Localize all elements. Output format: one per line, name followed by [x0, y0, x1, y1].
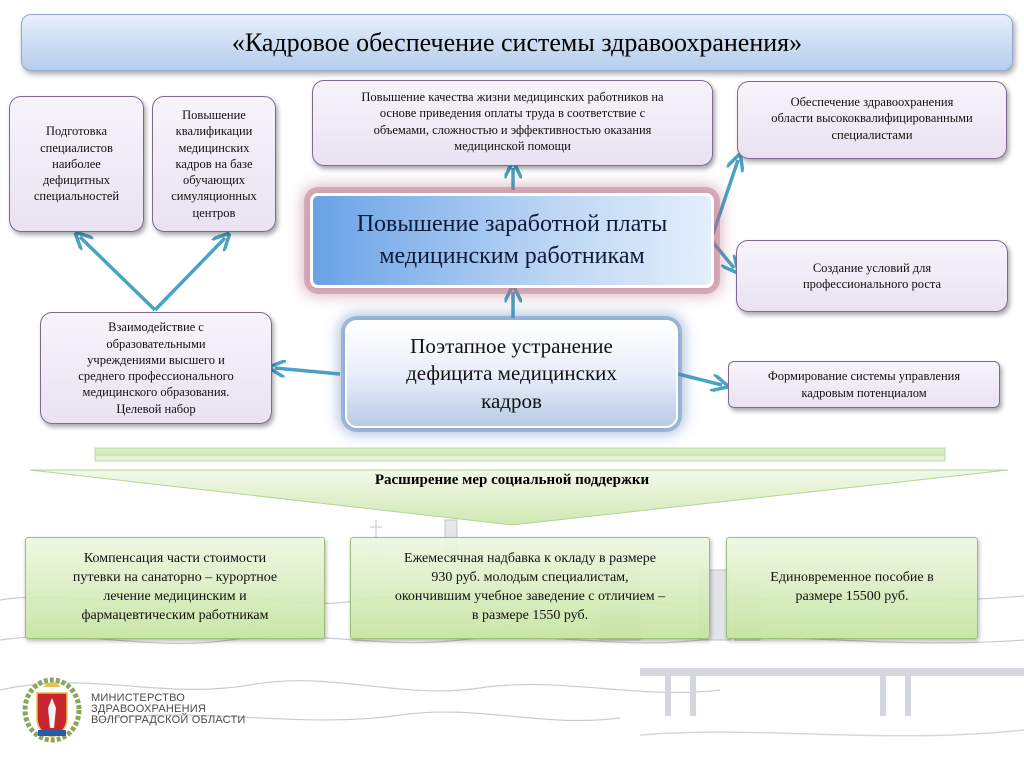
box-hr-management-text: Формирование системы управления кадровым…	[767, 369, 961, 400]
support-monthly-bonus-text: Ежемесячная надбавка к окладу в размере …	[394, 551, 666, 623]
social-support-banner-label: Расширение мер социальной поддержки	[374, 472, 650, 488]
staff-deficit-box: Поэтапное устранение дефицита медицински…	[345, 320, 678, 428]
support-compensation-text: Компенсация части стоимости путевки на с…	[72, 551, 278, 623]
flow-arrows	[80, 160, 738, 385]
box-professional-growth: Создание условий для профессионального р…	[736, 240, 1008, 312]
support-monthly-bonus: Ежемесячная надбавка к окладу в размере …	[350, 537, 710, 639]
box-qualification-text: Повышение квалификации медицинских кадро…	[171, 108, 257, 220]
box-professional-growth-text: Создание условий для профессионального р…	[802, 260, 942, 291]
box-qualification: Повышение квалификации медицинских кадро…	[152, 96, 276, 232]
box-quality-of-life: Повышение качества жизни медицинских раб…	[312, 80, 713, 166]
support-compensation: Компенсация части стоимости путевки на с…	[25, 537, 325, 639]
box-training-text: Подготовка специалистов наиболее дефицит…	[33, 124, 120, 204]
box-training: Подготовка специалистов наиболее дефицит…	[9, 96, 144, 232]
ministry-name: МИНИСТЕРСТВО ЗДРАВООХРАНЕНИЯ ВОЛГОГРАДСК…	[91, 692, 246, 726]
box-highly-qualified-text: Обеспечение здравоохранения области высо…	[771, 95, 973, 142]
box-hr-management: Формирование системы управления кадровым…	[728, 361, 1000, 408]
box-cooperation: Взаимодействие с образовательными учрежд…	[40, 312, 272, 424]
bridge-illustration	[639, 668, 1024, 737]
support-banner-shape	[29, 447, 1009, 526]
salary-increase-text: Повышение заработной платы медицинским р…	[356, 211, 668, 269]
support-lump-sum-text: Единовременное пособие в размере 15500 р…	[770, 570, 934, 604]
box-cooperation-text: Взаимодействие с образовательными учрежд…	[78, 320, 234, 416]
salary-increase-box: Повышение заработной платы медицинским р…	[310, 193, 714, 288]
box-highly-qualified: Обеспечение здравоохранения области высо…	[737, 81, 1007, 159]
box-quality-of-life-text: Повышение качества жизни медицинских раб…	[361, 90, 664, 153]
support-lump-sum: Единовременное пособие в размере 15500 р…	[726, 537, 978, 639]
staff-deficit-text: Поэтапное устранение дефицита медицински…	[406, 334, 617, 413]
page-title: «Кадровое обеспечение системы здравоохра…	[21, 14, 1013, 71]
